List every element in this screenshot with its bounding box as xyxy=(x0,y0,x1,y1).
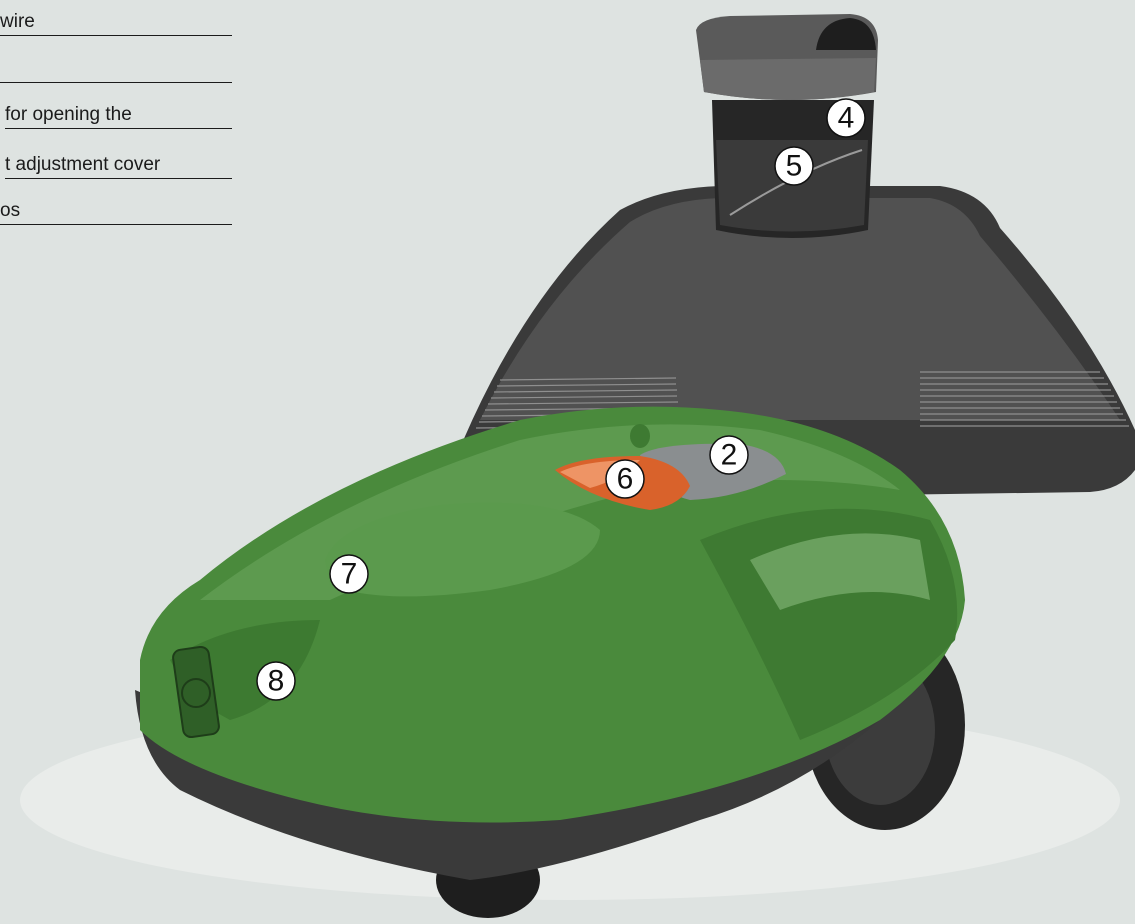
callout-5: 5 xyxy=(775,147,813,185)
callout-4-label: 4 xyxy=(838,102,855,135)
callout-4: 4 xyxy=(827,99,865,137)
callout-7-label: 7 xyxy=(341,558,358,591)
callout-8: 8 xyxy=(257,662,295,700)
callout-2-label: 2 xyxy=(721,439,738,472)
callout-6: 6 xyxy=(606,460,644,498)
station-cap-lower xyxy=(700,58,876,100)
height-knob xyxy=(630,424,650,448)
callout-6-label: 6 xyxy=(617,463,634,496)
callout-8-label: 8 xyxy=(268,665,285,698)
callout-5-label: 5 xyxy=(786,150,803,183)
callout-7: 7 xyxy=(330,555,368,593)
callout-2: 2 xyxy=(710,436,748,474)
